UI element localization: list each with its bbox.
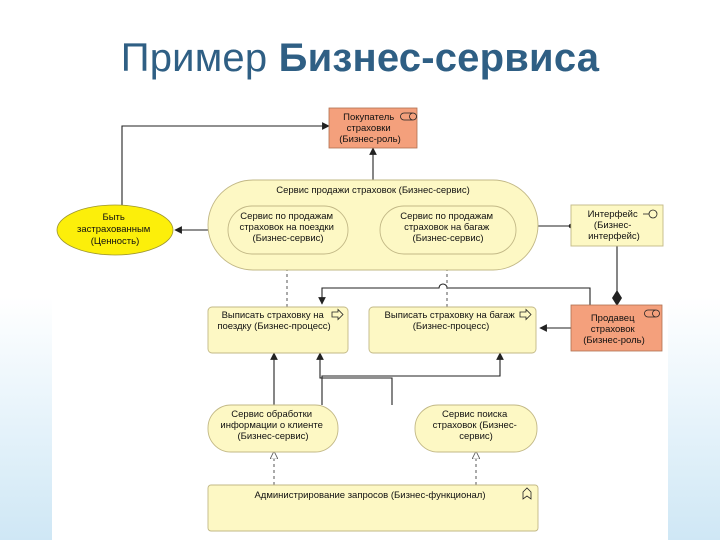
svg-text:Интерфейс (Бизнес-: Интерфейс (Бизнес- интерфейс) — [588, 209, 641, 242]
svg-text:Сервис по продажам страх: Сервис по продажам страховок на багаж (Б… — [400, 211, 495, 244]
node-trip-service: Сервис по продажам страховок на поездки … — [227, 205, 349, 255]
search-line-1: Сервис поиска — [442, 409, 508, 420]
svg-text:Администрирование запросов (Б: Администрирование запросов (Бизнес-функц… — [254, 490, 485, 501]
diagram-canvas: Покупатель страховки (Бизнес-роль) Быть … — [56, 107, 664, 532]
archimate-diagram: Покупатель страховки (Бизнес-роль) Быть … — [52, 100, 668, 540]
interface-line-1: Интерфейс — [588, 209, 638, 220]
title-bold: Бизнес-сервиса — [278, 36, 600, 80]
node-admin-function: Администрирование запросов (Бизнес-функц… — [207, 484, 539, 532]
baggage-service-line-3: (Бизнес-сервис) — [412, 233, 483, 244]
node-value: Быть застрахованным (Ценность) — [56, 204, 174, 256]
svg-text:Продавец страховок: Продавец страховок (Бизнес-роль) — [583, 313, 645, 346]
client-info-line-2: информации о клиенте — [220, 420, 323, 431]
client-info-line-1: Сервис обработки — [231, 409, 312, 420]
seller-line-3: (Бизнес-роль) — [583, 335, 645, 346]
node-search-service: Сервис поиска страховок (Бизнес- сервис) — [414, 404, 538, 453]
composition-diamond — [612, 290, 622, 306]
baggage-process-line-2: (Бизнес-процесс) — [413, 321, 490, 332]
node-interface: Интерфейс (Бизнес- интерфейс) — [570, 204, 664, 247]
edge-search-trip — [316, 352, 393, 405]
baggage-service-line-2: страховок на багаж — [404, 222, 490, 233]
svg-text:Выписать страховку на багаж: Выписать страховку на багаж (Бизнес-проц… — [385, 310, 518, 332]
trip-service-line-1: Сервис по продажам — [240, 211, 333, 222]
edge-value-buyer — [121, 122, 330, 212]
buyer-line-1: Покупатель — [343, 112, 394, 123]
edge-seller-trip-process — [318, 283, 591, 305]
interface-icon — [643, 209, 658, 219]
sales-service-label: Сервис продажи страховок (Бизнес-сервис) — [276, 185, 470, 196]
value-line-2: застрахованным — [77, 224, 150, 235]
admin-function-label: Администрирование запросов (Бизнес-функц… — [254, 490, 485, 501]
svg-text:Быть застрахованным: Быть застрахованным (Ценность) — [77, 212, 153, 247]
process-arrow-icon — [519, 308, 532, 321]
trip-process-line-1: Выписать страховку на — [222, 310, 325, 321]
node-trip-process: Выписать страховку на поездку (Бизнес-пр… — [207, 306, 349, 354]
search-line-3: сервис) — [459, 431, 493, 442]
svg-text:Сервис обработки информа: Сервис обработки информации о клиенте (Б… — [220, 409, 325, 442]
node-client-info-service: Сервис обработки информации о клиенте (Б… — [207, 404, 339, 453]
node-seller-role: Продавец страховок (Бизнес-роль) — [570, 304, 663, 352]
svg-text:Покупатель страховки: Покупатель страховки (Бизнес-роль) — [339, 112, 401, 145]
seller-line-2: страховок — [591, 324, 636, 335]
buyer-line-3: (Бизнес-роль) — [339, 134, 401, 145]
node-baggage-service: Сервис по продажам страховок на багаж (Б… — [379, 205, 517, 255]
trip-process-line-2: поездку (Бизнес-процесс) — [217, 321, 330, 332]
baggage-service-line-1: Сервис по продажам — [400, 211, 493, 222]
search-line-2: страховок (Бизнес- — [433, 420, 517, 431]
value-line-3: (Ценность) — [91, 236, 139, 247]
role-icon — [400, 112, 417, 121]
svg-text:Выписать страховку на по: Выписать страховку на поездку (Бизнес-пр… — [217, 310, 330, 332]
client-info-line-3: (Бизнес-сервис) — [237, 431, 308, 442]
title-prefix: Пример — [120, 36, 268, 80]
edge-client-baggage — [321, 352, 504, 405]
trip-service-line-2: страховок на поездки — [239, 222, 333, 233]
trip-service-line-3: (Бизнес-сервис) — [252, 233, 323, 244]
value-line-1: Быть — [102, 212, 124, 223]
svg-text:Сервис поиска страховок: Сервис поиска страховок (Бизнес- сервис) — [433, 409, 520, 442]
seller-line-1: Продавец — [591, 313, 635, 324]
buyer-line-2: страховки — [347, 123, 391, 134]
role-icon — [644, 309, 660, 318]
interface-line-3: интерфейс) — [588, 231, 640, 242]
function-icon — [522, 487, 532, 500]
node-buyer-role: Покупатель страховки (Бизнес-роль) — [328, 107, 418, 149]
page-title: Пример Бизнес-сервиса — [0, 38, 720, 78]
interface-line-2: (Бизнес- — [594, 220, 632, 231]
baggage-process-line-1: Выписать страховку на багаж — [385, 310, 516, 321]
svg-text:Сервис продажи страховок (Бизн: Сервис продажи страховок (Бизнес-сервис) — [276, 185, 470, 196]
node-baggage-process: Выписать страховку на багаж (Бизнес-проц… — [368, 306, 537, 354]
svg-text:Сервис по продажам страх: Сервис по продажам страховок на поездки … — [239, 211, 336, 244]
process-arrow-icon — [331, 308, 344, 321]
